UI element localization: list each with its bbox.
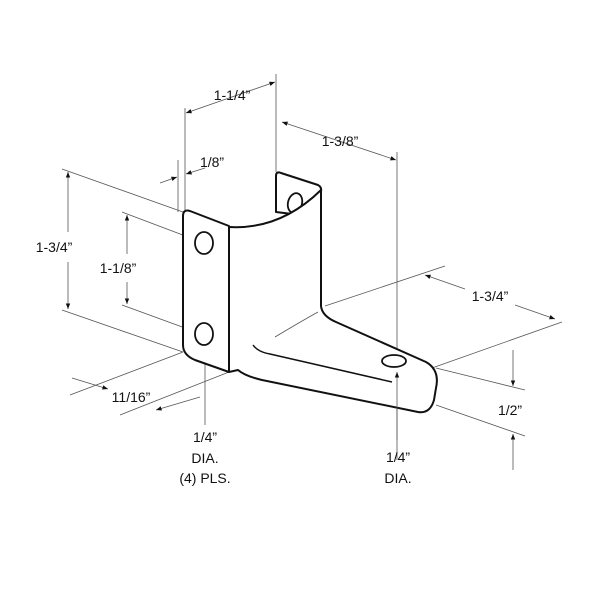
flange-hole-size: 1/4”	[193, 429, 217, 445]
dim-foot-length: 1-3/4”	[472, 288, 509, 304]
dim-thickness: 1/8”	[200, 154, 224, 170]
dimension-labels: 1-1/4” 1/8” 1-3/8” 1-3/4” 1-1/8” 11/16” …	[36, 87, 523, 486]
foot-hole	[381, 354, 407, 368]
foot-hole-size: 1/4”	[386, 449, 410, 465]
dim-left-height: 1-3/4”	[36, 239, 73, 255]
dim-flange-offset: 11/16”	[112, 389, 151, 405]
dim-depth-to-hole: 1-3/8”	[322, 133, 359, 149]
flange-hole-top	[194, 231, 214, 255]
flange-hole-count: (4) PLS.	[179, 470, 230, 486]
flange-hole-dia: DIA.	[191, 450, 218, 466]
bracket-part	[182, 171, 438, 440]
flange-hole-bottom	[194, 322, 214, 346]
dim-hole-spacing: 1-1/8”	[100, 260, 137, 276]
dim-top-width: 1-1/4”	[214, 87, 251, 103]
foot-hole-dia: DIA.	[384, 470, 411, 486]
dim-foot-height: 1/2”	[498, 402, 522, 418]
